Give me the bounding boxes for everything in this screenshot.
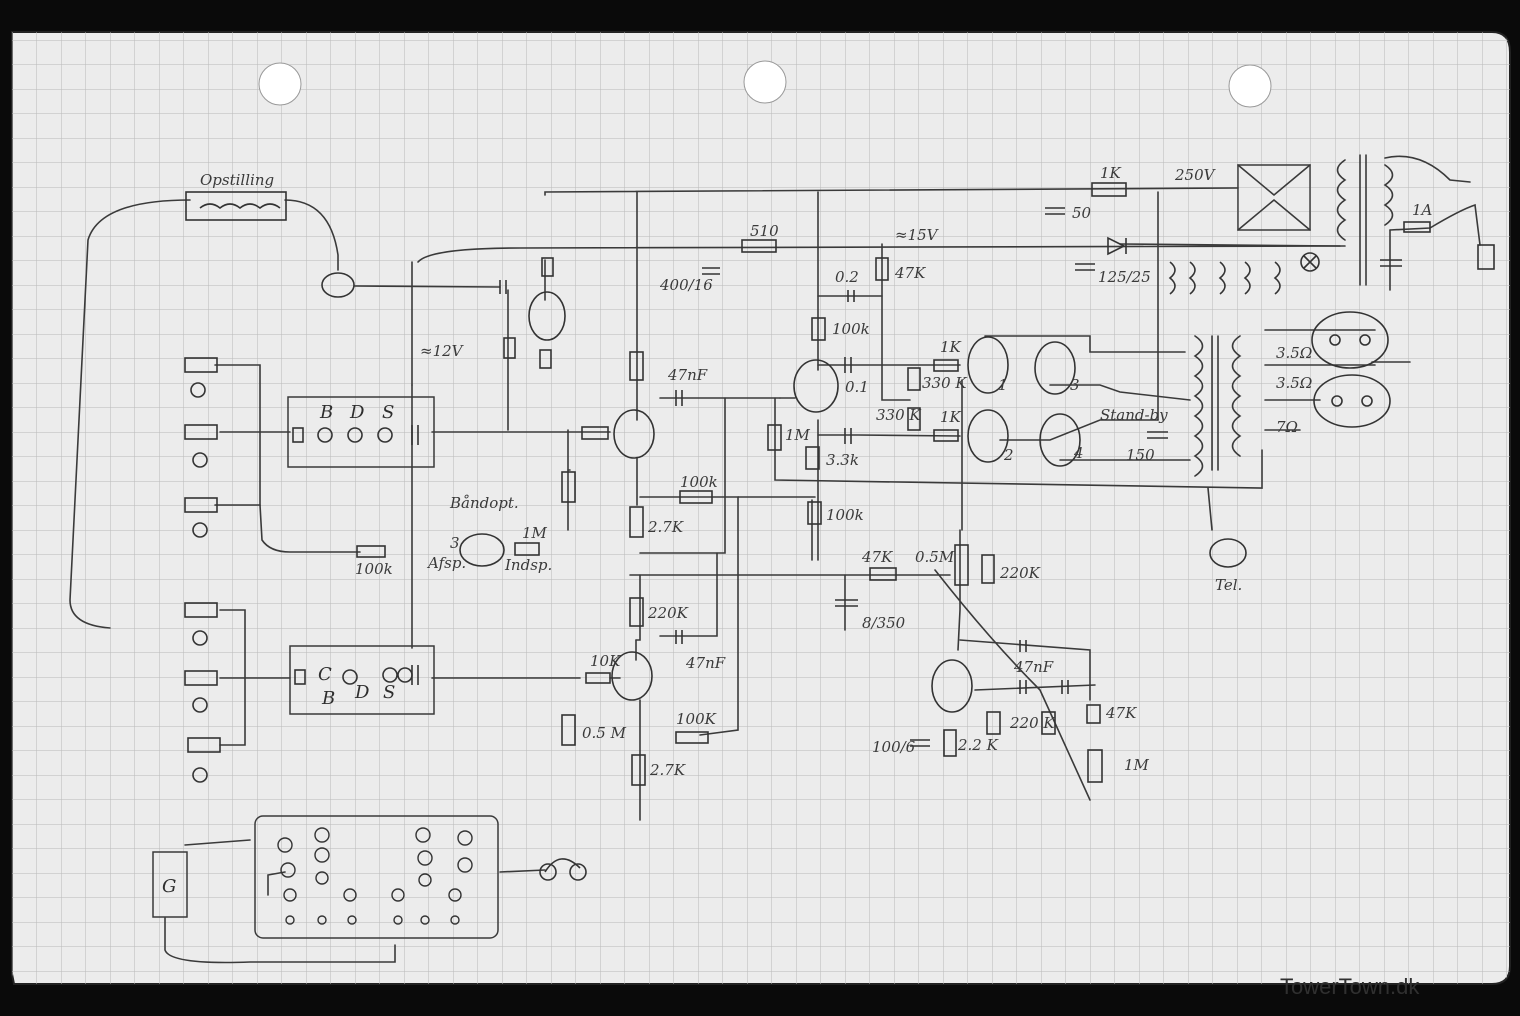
label-pot-0-5m: 0.5M (915, 548, 955, 566)
label-c-0-2: 0.2 (835, 268, 859, 286)
label-r-330k-b: 330 K (876, 406, 921, 424)
label-r-47k-top: 47K (894, 264, 926, 282)
switch2-s: S (383, 682, 395, 703)
label-c-47nf-a: 47nF (667, 366, 708, 384)
label-r-330k-a: 330 K (922, 374, 967, 392)
label-tel: Tel. (1215, 576, 1242, 594)
label-out-3-5a: 3.5Ω (1276, 344, 1312, 362)
label-c-125-25: 125/25 (1098, 268, 1151, 286)
label-r-1m-tape: 1M (522, 524, 548, 542)
label-tube-3: 3 (1070, 376, 1080, 394)
label-c-0-1: 0.1 (845, 378, 869, 396)
label-c-8-350: 8/350 (862, 614, 906, 632)
label-r-3-3k: 3.3k (826, 451, 859, 469)
label-r-220k-vol: 220K (999, 564, 1041, 582)
label-r-1k-b: 1K (940, 408, 962, 426)
label-15v: ≈15V (895, 226, 940, 244)
label-c-150: 150 (1126, 446, 1155, 464)
label-r-220k-tone: 220 K (1009, 714, 1055, 732)
switch2-b: B (321, 688, 335, 709)
label-box-g: G (162, 876, 176, 897)
label-tube-1: 1 (998, 376, 1008, 394)
label-pickup: Opstilling (200, 171, 274, 189)
label-r-510: 510 (750, 222, 779, 240)
label-r-100k-d: 100K (676, 710, 717, 728)
switch2-c: C (318, 664, 332, 685)
label-tape-3: 3 (450, 534, 460, 552)
label-r-100k-c: 100k (680, 473, 718, 491)
label-r-47k-vol: 47K (861, 548, 893, 566)
label-12v: ≈12V (420, 342, 465, 360)
graph-grid (12, 32, 1510, 984)
punch-hole (258, 62, 302, 106)
label-c-400-16: 400/16 (659, 276, 713, 294)
label-tube-4: 4 (1073, 444, 1084, 462)
label-r-1k-top: 1K (1100, 164, 1122, 182)
label-tube-2: 2 (1003, 446, 1014, 464)
label-fuse-1a: 1A (1412, 201, 1433, 219)
label-c-100-6: 100/6 (872, 738, 916, 756)
label-c-47nf-b: 47nF (685, 654, 726, 672)
label-pot-1m: 1M (1124, 756, 1150, 774)
label-250v: 250V (1174, 166, 1217, 184)
label-indsp: Indsp. (504, 556, 552, 574)
label-r-2-2k: 2.2 K (957, 736, 999, 754)
label-r-100k-mix: 100k (355, 560, 393, 578)
schematic-wiring (69, 154, 1481, 964)
label-r-1k-a: 1K (940, 338, 962, 356)
label-standby: Stand-by (1100, 406, 1168, 424)
label-r-10k: 10K (590, 652, 621, 670)
switch1-d: D (349, 402, 365, 423)
label-r-47k-tone: 47K (1105, 704, 1137, 722)
label-r-100k-a: 100k (832, 320, 870, 338)
label-out-3-5b: 3.5Ω (1276, 374, 1312, 392)
label-c-47nf-c: 47nF (1013, 658, 1054, 676)
label-r-2-7k-a: 2.7K (647, 518, 684, 536)
punch-hole (1228, 64, 1272, 108)
label-baandopt: Båndopt. (449, 494, 519, 512)
label-r-100k-b: 100k (826, 506, 864, 524)
component-glyphs (184, 182, 1495, 925)
label-afsp: Afsp. (426, 554, 466, 572)
punch-hole (743, 60, 787, 104)
label-c-50: 50 (1072, 204, 1092, 222)
switch2-d: D (354, 682, 370, 703)
switch1-s: S (382, 402, 394, 423)
watermark: TowerTown.dk (1280, 974, 1420, 999)
label-out-7: 7Ω (1276, 418, 1298, 436)
switch1-b: B (319, 402, 333, 423)
label-r-1m-a: 1M (785, 426, 811, 444)
label-r-2-7k-b: 2.7K (649, 761, 686, 779)
annotations: Opstilling ≈12V ≈15V 250V B D S C B D S … (162, 164, 1433, 999)
label-r-0-5m: 0.5 M (582, 724, 627, 742)
label-r-220k-v2: 220K (647, 604, 689, 622)
